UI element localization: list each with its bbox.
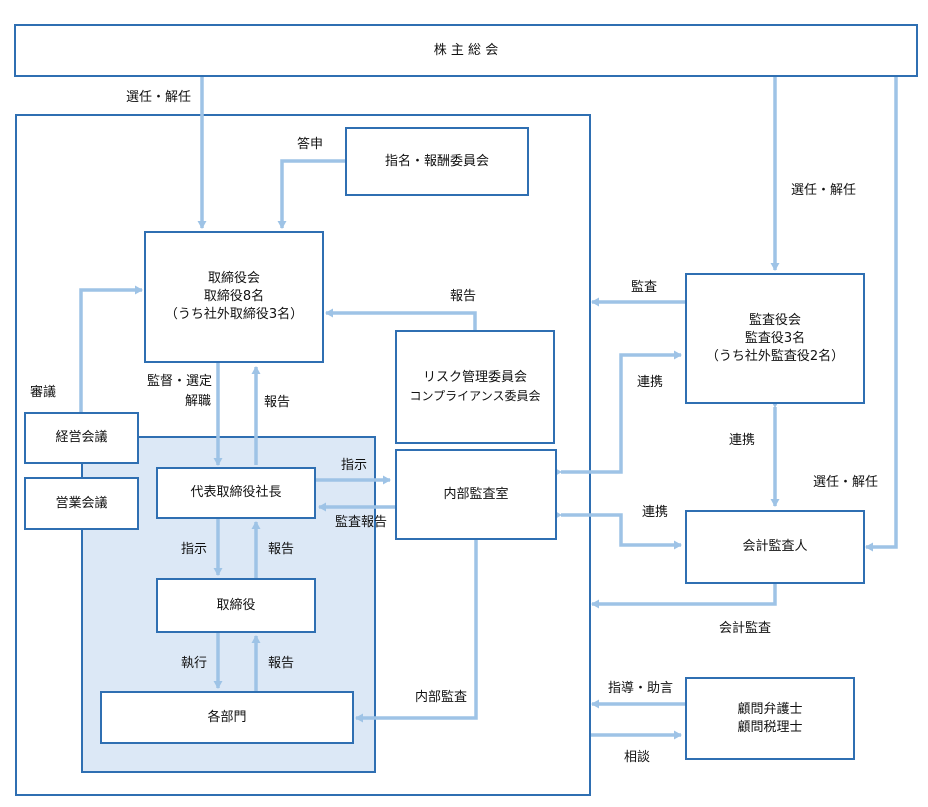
label-deliberation: 審議 [30, 385, 57, 400]
board-members: 取締役8名 [203, 289, 265, 304]
legal-advisor-label: 顧問弁護士 [737, 701, 803, 717]
label-audit-report: 監査報告 [335, 515, 388, 530]
label-report-risk: 報告 [450, 289, 477, 304]
label-coop-1: 連携 [637, 375, 664, 390]
president-label: 代表取締役社長 [190, 485, 282, 500]
label-internal-audit-arrow: 内部監査 [415, 690, 468, 705]
accounting-auditor-label: 会計監査人 [742, 539, 808, 554]
arrow-coop-audit-auditors [554, 350, 682, 477]
label-report-directors: 報告 [268, 542, 295, 557]
risk-committee-label: リスク管理委員会 [422, 370, 527, 385]
management-meeting-label: 経営会議 [55, 430, 108, 445]
label-report-president: 報告 [264, 395, 291, 410]
sales-meeting-box: 営業会議 [24, 477, 139, 530]
arrow-audit-to-departments [355, 540, 478, 723]
shareholders-meeting-label: 株 主 総 会 [433, 42, 499, 58]
board-box: 取締役会 取締役8名 （うち社外取締役3名） [144, 231, 324, 363]
nomination-committee-label: 指名・報酬委員会 [384, 153, 489, 169]
sales-meeting-label: 営業会議 [55, 495, 108, 511]
auditors-board-box: 監査役会 監査役3名 （うち社外監査役2名） [685, 273, 865, 404]
label-coop-2: 連携 [729, 433, 756, 448]
label-guidance-advice: 指導・助言 [608, 681, 674, 696]
arrow-meeting-to-board [79, 285, 143, 412]
label-elect-dismiss-auditors: 選任・解任 [791, 183, 857, 198]
arrow-nomination-to-board [277, 159, 345, 229]
president-box: 代表取締役社長 [156, 467, 316, 519]
label-execute: 執行 [181, 656, 208, 671]
arrow-risk-to-board [325, 308, 477, 330]
internal-audit-box: 内部監査室 [395, 449, 557, 540]
internal-audit-label: 内部監査室 [443, 486, 509, 502]
label-instruct-directors: 指示 [181, 542, 208, 557]
accounting-auditor-box: 会計監査人 [685, 510, 865, 584]
compliance-committee-label: コンプライアンス委員会 [409, 389, 541, 403]
management-meeting-box: 経営会議 [24, 412, 139, 464]
board-outside: （うち社外取締役3名） [164, 307, 304, 322]
label-consultation: 相談 [624, 750, 651, 765]
label-coop-3: 連携 [642, 505, 669, 520]
label-audit: 監査 [631, 280, 658, 295]
label-dismiss: 解職 [185, 394, 212, 409]
departments-box: 各部門 [100, 691, 354, 744]
label-accounting-audit: 会計監査 [719, 621, 772, 636]
auditors-members: 監査役3名 [744, 330, 806, 346]
tax-advisor-label: 顧問税理士 [737, 719, 803, 735]
advisors-box: 顧問弁護士 顧問税理士 [685, 677, 855, 760]
label-instruct-audit: 指示 [341, 458, 368, 473]
directors-label: 取締役 [216, 597, 256, 613]
board-title: 取締役会 [207, 271, 260, 286]
arrow-coop-audit-accounting [554, 510, 682, 550]
label-elect-dismiss-board: 選任・解任 [126, 90, 192, 105]
arrow-shareholders-to-accounting [865, 77, 898, 552]
nomination-committee-box: 指名・報酬委員会 [345, 127, 529, 196]
label-report-departments: 報告 [268, 656, 295, 671]
auditors-title: 監査役会 [748, 312, 801, 328]
label-report-back: 答申 [297, 137, 324, 152]
risk-committee-box: リスク管理委員会 コンプライアンス委員会 [395, 330, 555, 444]
directors-box: 取締役 [156, 578, 316, 633]
departments-label: 各部門 [207, 709, 247, 725]
label-supervise-select: 監督・選定 [147, 374, 213, 389]
auditors-outside: （うち社外監査役2名） [705, 348, 845, 364]
label-elect-dismiss-accounting: 選任・解任 [813, 475, 879, 490]
arrow-accounting-audit [591, 584, 777, 609]
shareholders-meeting-box: 株 主 総 会 [14, 24, 918, 77]
